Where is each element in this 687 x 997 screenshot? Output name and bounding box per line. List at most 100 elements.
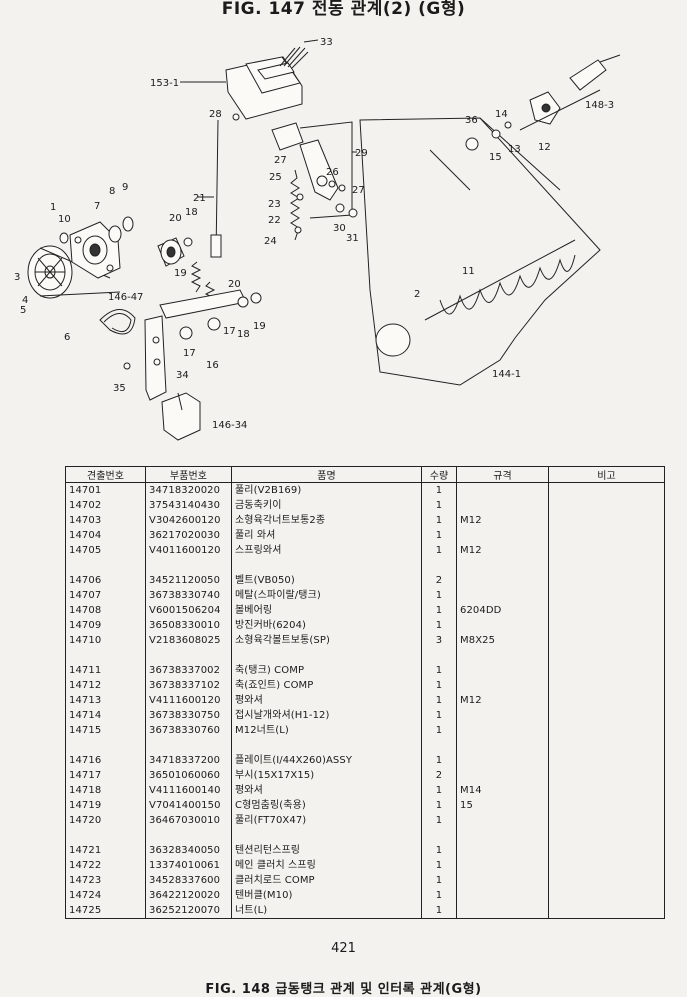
header-quantity: 수량	[421, 466, 457, 483]
cell-part-no	[145, 738, 232, 753]
cell-part-no: 34521120050	[145, 573, 232, 588]
callout-label: 22	[268, 215, 281, 226]
callout-label: 35	[113, 383, 126, 394]
shaft-parts-13-15	[465, 89, 601, 151]
wire-bundle-part	[279, 39, 319, 69]
callout-label: 16	[206, 360, 219, 371]
cell-part-name: 너트(L)	[231, 903, 422, 919]
cell-remarks	[548, 663, 665, 678]
cell-part-name: 메탈(스파이랄/탱크)	[231, 588, 422, 603]
cell-remarks	[548, 633, 665, 648]
cell-remarks	[548, 558, 665, 573]
cell-quantity: 1	[421, 708, 457, 723]
callout-label: 11	[462, 266, 475, 277]
header-part-name: 품명	[231, 466, 422, 483]
cell-remarks	[548, 528, 665, 543]
callout-label: 19	[253, 321, 266, 332]
cell-spec	[456, 873, 549, 888]
cell-part-no: 36738330740	[145, 588, 232, 603]
cell-quantity: 1	[421, 618, 457, 633]
cell-quantity: 1	[421, 783, 457, 798]
cell-remarks	[548, 873, 665, 888]
cell-part-no: 34718320020	[145, 482, 232, 498]
cell-quantity: 1	[421, 498, 457, 513]
cell-index-no: 14719	[65, 798, 146, 813]
cell-quantity: 1	[421, 723, 457, 738]
callout-label: 25	[269, 172, 282, 183]
cell-spec	[456, 573, 549, 588]
cell-spec	[456, 813, 549, 828]
cell-quantity	[421, 648, 457, 663]
cell-index-no: 14715	[65, 723, 146, 738]
spiral-tank-housing	[359, 117, 601, 386]
cell-quantity: 1	[421, 813, 457, 828]
callout-label: 27	[274, 155, 287, 166]
cell-quantity	[421, 828, 457, 843]
callout-label: 19	[174, 268, 187, 279]
callout-label: 20	[228, 279, 241, 290]
page-number: 421	[331, 941, 356, 956]
callout-label: 3	[14, 272, 20, 283]
cell-part-name: C형멈춤링(축용)	[231, 798, 422, 813]
cell-remarks	[548, 813, 665, 828]
cell-remarks	[548, 513, 665, 528]
cell-spec	[456, 528, 549, 543]
cell-part-name: 텐션리턴스프링	[231, 843, 422, 858]
callout-label: 18	[185, 207, 198, 218]
cell-part-name: 평와셔	[231, 783, 422, 798]
cell-part-name	[231, 648, 422, 663]
cell-quantity: 1	[421, 513, 457, 528]
cell-part-no: 36738330760	[145, 723, 232, 738]
cell-index-no: 14701	[65, 482, 146, 498]
callout-label: 8	[109, 186, 115, 197]
cell-part-no: 36467030010	[145, 813, 232, 828]
table-spacer-row	[65, 558, 665, 573]
callout-labels: 153-1 33 28 29 27 25 26 27 21 23 22 30 3…	[14, 37, 614, 431]
callout-label: 30	[333, 223, 346, 234]
cell-quantity: 1	[421, 482, 457, 498]
callout-label: 34	[176, 370, 189, 381]
cell-part-name: 부시(15X17X15)	[231, 768, 422, 783]
cell-part-no: V4111600140	[145, 783, 232, 798]
cell-spec	[456, 708, 549, 723]
cell-spec	[456, 678, 549, 693]
cell-spec	[456, 482, 549, 498]
cell-spec	[456, 903, 549, 919]
callout-label: 18	[237, 329, 250, 340]
cell-part-no	[145, 648, 232, 663]
cell-part-name: 접시날개와셔(H1-12)	[231, 708, 422, 723]
callout-label: 33	[320, 37, 333, 48]
cell-spec	[456, 843, 549, 858]
table-spacer-row	[65, 648, 665, 663]
cell-part-no: 36738330750	[145, 708, 232, 723]
callout-label: 28	[209, 109, 222, 120]
cell-index-no: 14705	[65, 543, 146, 558]
cell-remarks	[548, 783, 665, 798]
cell-remarks	[548, 903, 665, 919]
cell-part-name: 풀리(V2B169)	[231, 482, 422, 498]
v-belt-part	[99, 309, 136, 335]
callout-label: 6	[64, 332, 70, 343]
cell-quantity: 1	[421, 663, 457, 678]
callout-label: 36	[465, 115, 478, 126]
bracket-part	[123, 315, 167, 401]
cell-spec	[456, 858, 549, 873]
cell-quantity	[421, 558, 457, 573]
cell-part-no: 36328340050	[145, 843, 232, 858]
cell-spec	[456, 888, 549, 903]
cell-part-name: 소형육각너트보통2종	[231, 513, 422, 528]
callout-label: 27	[352, 185, 365, 196]
cell-index-no: 14717	[65, 768, 146, 783]
exploded-parts-diagram: 153-1 33 28 29 27 25 26 27 21 23 22 30 3…	[14, 37, 621, 441]
